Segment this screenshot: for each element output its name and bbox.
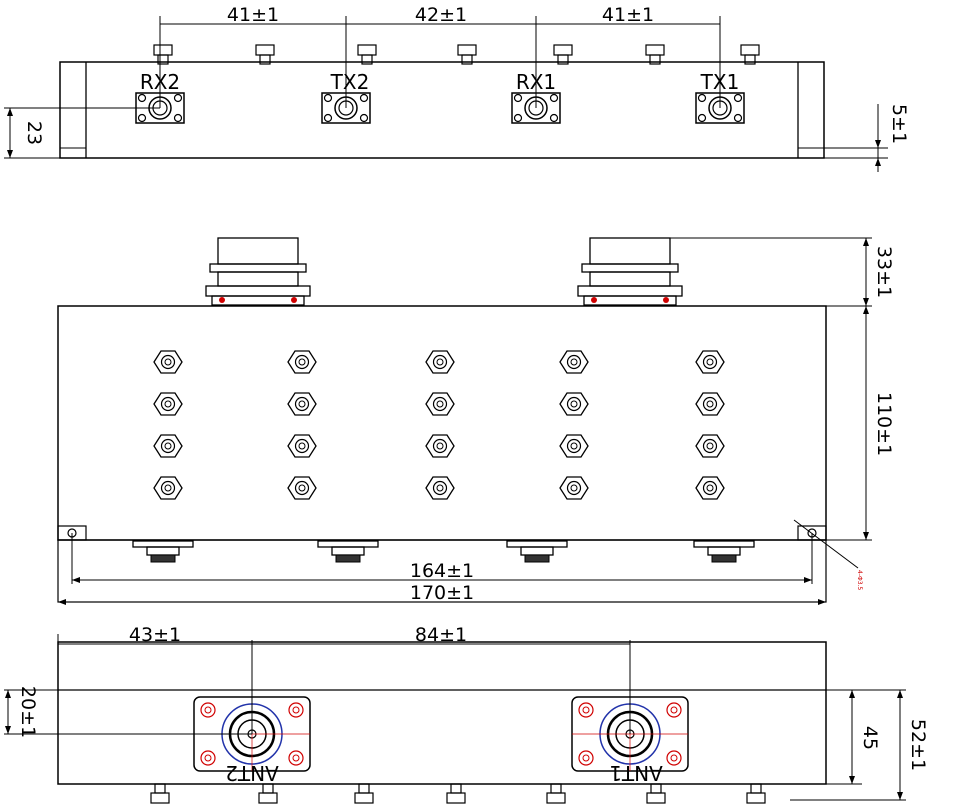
top-screw — [255, 44, 275, 65]
dim-ant2-offset: 43±1 — [129, 624, 181, 646]
tuning-screw-grid — [153, 350, 725, 500]
n-connector-ant2-top — [205, 237, 311, 306]
dim-ant-center-offset: 20±1 — [17, 686, 39, 738]
dim-body-height: 110±1 — [873, 392, 895, 456]
port-label-ant2: ANT2 — [225, 761, 279, 785]
dim-inner-width: 164±1 — [410, 560, 474, 582]
top-view: RX2 TX2 RX1 TX1 41±1 42±1 41±1 23 5±1 — [4, 4, 910, 172]
top-screw — [740, 44, 760, 65]
dim-rx1-tx1: 41±1 — [602, 4, 654, 26]
top-screw — [457, 44, 477, 65]
dim-inner-height: 45 — [859, 726, 881, 750]
bottom-screw — [258, 783, 278, 804]
top-screw — [153, 44, 173, 65]
bottom-screw — [354, 783, 374, 804]
dim-top-offset: 5±1 — [888, 104, 910, 144]
bottom-view: ANT2 ANT1 43±1 84±1 20±1 45 — [4, 624, 929, 804]
dim-top-height: 23 — [23, 121, 45, 145]
top-screw — [645, 44, 665, 65]
middle-view: 4-Φ3.5 33±1 110±1 164±1 170±1 — [57, 237, 895, 605]
bottom-screw — [446, 783, 466, 804]
dim-tx2-rx1: 42±1 — [415, 4, 467, 26]
dim-rx2-tx2: 41±1 — [227, 4, 279, 26]
bottom-screw — [746, 783, 766, 804]
bottom-screw — [150, 783, 170, 804]
dim-connector-height: 33±1 — [873, 246, 895, 298]
bottom-body — [57, 641, 827, 785]
dim-ant-spacing: 84±1 — [415, 624, 467, 646]
top-screw — [553, 44, 573, 65]
port-label-ant1: ANT1 — [609, 761, 663, 785]
bottom-screw — [546, 783, 566, 804]
sma-connector-bottom — [693, 540, 755, 563]
top-screw — [357, 44, 377, 65]
sma-connector-bottom — [506, 540, 568, 563]
top-body — [59, 61, 825, 159]
port-label-tx2: TX2 — [330, 70, 370, 94]
mounting-hole-tag: 4-Φ3.5 — [856, 570, 863, 590]
dim-outer-height: 52±1 — [907, 719, 929, 771]
n-connector-ant1-top — [577, 237, 683, 306]
main-body — [57, 305, 827, 541]
bottom-screw — [646, 783, 666, 804]
dim-outer-width: 170±1 — [410, 582, 474, 604]
sma-connector-bottom — [317, 540, 379, 563]
sma-connector-bottom — [132, 540, 194, 563]
